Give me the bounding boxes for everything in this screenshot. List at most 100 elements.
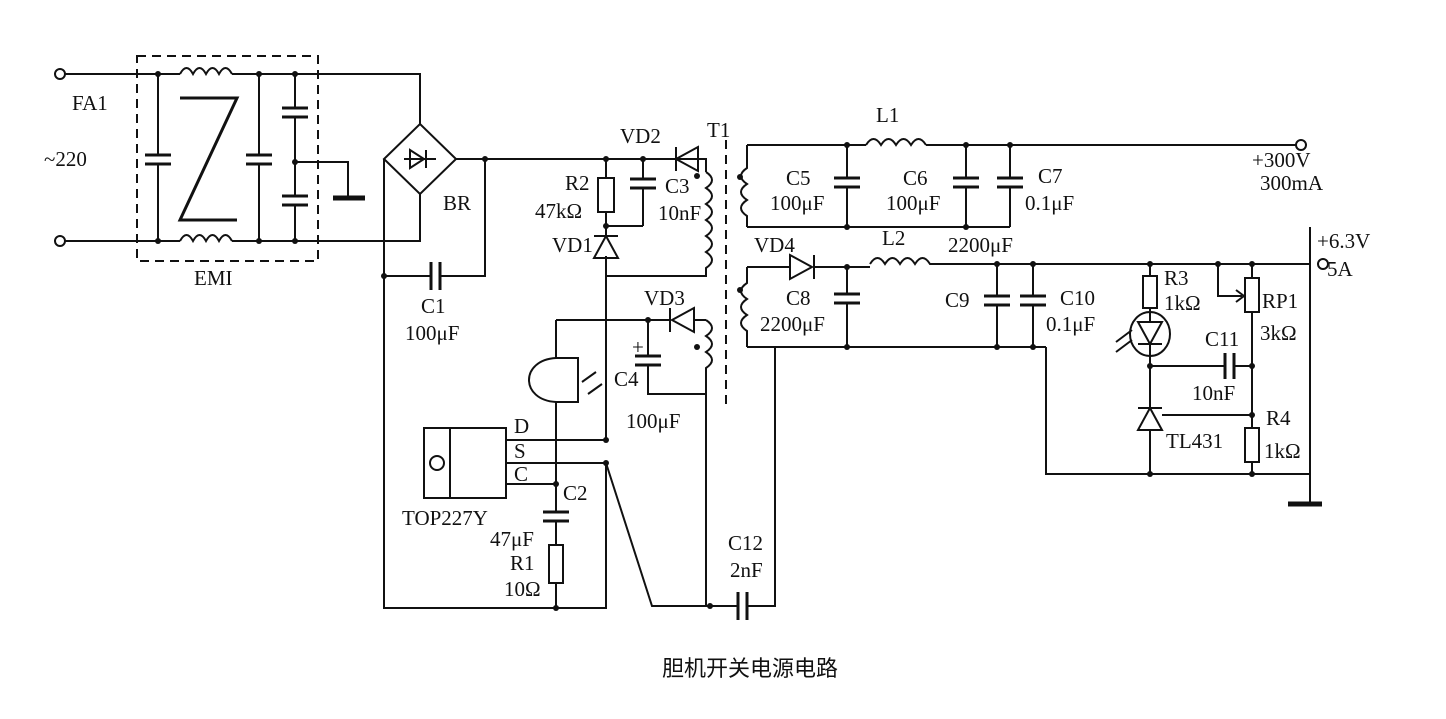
opto-led-emission-arrows [1115,329,1133,353]
input-voltage-label: ~220 [44,147,87,171]
c9-plates [984,294,1010,307]
lv-output-voltage: +6.3V [1317,229,1370,253]
c9-value: 2200μF [948,233,1013,257]
c2-plates [543,510,569,523]
c4-value: 100μF [626,409,680,433]
input-section: FA1 ~220 EMI [44,55,421,290]
vd3-symbol [669,306,695,334]
transformer-t1: T1 [606,118,749,606]
lv-ground-rail [1045,347,1310,475]
c11-ref: C11 [1205,327,1239,351]
diagram-caption: 胆机开关电源电路 [662,657,838,682]
c1-leads [384,159,486,277]
vd1-symbol [592,233,620,259]
t1-label: T1 [707,118,730,142]
hv-output-current: 300mA [1260,171,1324,195]
c5-value: 100μF [770,191,824,215]
vd1-ref: VD1 [552,233,593,257]
r1-body [548,544,564,584]
c12-ref: C12 [728,531,763,555]
bridge-diode-symbol [404,148,436,170]
top227y-pin-s: S [514,439,526,463]
c1-value: 100μF [405,321,459,345]
c10-value: 0.1μF [1046,312,1095,336]
emi-choke-bottom [179,234,233,244]
c9-ref: C9 [945,288,970,312]
source-return-wire [556,462,738,609]
c12-value: 2nF [730,558,763,582]
c10-plates [1020,294,1046,307]
vd4-symbol [789,253,815,281]
primary-return-rail [383,159,555,609]
top227y-package [423,427,507,499]
emi-filter-label: EMI [194,266,233,290]
hv-output-voltage: +300V [1252,148,1311,172]
input-terminal-top [54,68,66,80]
c11-plates [1223,353,1236,379]
top227y-pin-d: D [514,414,529,438]
c6-ref: C6 [903,166,928,190]
c4-leads [647,320,706,395]
c3-value: 10nF [658,201,701,225]
emi-filter-box [136,55,319,262]
lv-output-section: VD4 L2 2200μF C8 2200μF C9 C10 0.1μF +6.… [747,226,1370,507]
c7-value: 0.1μF [1025,191,1074,215]
opto-light-arrows [581,371,603,395]
t1-bias-winding [704,319,713,606]
tl431-ref: TL431 [1166,429,1223,453]
emi-choke-top [179,67,233,77]
c5-ref: C5 [786,166,811,190]
c1-plates [429,262,442,290]
t1-secondary-hv [740,145,749,227]
c2-ref: C2 [563,481,588,505]
hv-output-section: L1 C5 100μF C6 100μF C7 0.1μF +300V 300m… [747,103,1324,230]
input-terminal-label: FA1 [72,91,108,115]
vd4-ref: VD4 [754,233,795,257]
c6-plates [953,176,979,189]
l2-coil [869,257,1310,266]
vd2-ref: VD2 [620,124,661,148]
rp1-ref: RP1 [1262,289,1298,313]
c3-ref: C3 [665,174,690,198]
r1-ref: R1 [510,551,535,575]
emi-choke-core [177,96,240,222]
c7-ref: C7 [1038,164,1063,188]
r2-value: 47kΩ [535,199,582,223]
rp1-wiper [1217,264,1246,303]
emi-ground-wire [295,161,349,197]
primary-control: VD3 + C4 100μF D S C TOP227Y C2 47μF R1 … [402,286,776,620]
c3-plates [630,177,656,190]
c8-value: 2200μF [760,312,825,336]
c1-ref: C1 [421,294,446,318]
top227y-pin-c: C [514,462,528,486]
r4-value: 1kΩ [1264,439,1301,463]
c4-plus: + [632,335,644,359]
top227y-mount-hole [429,455,445,471]
c2-value: 47μF [490,527,534,551]
c4-ref: C4 [614,367,639,391]
c4-plates [635,354,661,367]
vd2-symbol [673,145,699,173]
c8-plates [834,292,860,305]
bridge-rectifier: BR C1 100μF [381,122,707,609]
r4-ref: R4 [1266,406,1291,430]
bridge-label: BR [443,191,471,215]
r3-value: 1kΩ [1164,291,1201,315]
ac-rail-top [65,73,421,124]
tl431-symbol [1136,405,1164,474]
l1-ref: L1 [876,103,899,127]
input-terminal-bottom [54,235,66,247]
emi-cap-left-plates [145,153,171,166]
opto-led-symbol [1136,318,1164,408]
t1-primary-winding [606,171,713,277]
c8-ref: C8 [786,286,811,310]
r2-ref: R2 [565,171,590,195]
r3-ref: R3 [1164,266,1189,290]
c7-plates [997,176,1023,189]
c12-plates [736,592,749,620]
emi-cap-mid-plates [246,153,272,166]
primary-snubber: R2 47kΩ VD1 C3 10nF VD2 [535,124,706,440]
r1-value: 10Ω [504,577,541,601]
r4-body [1244,427,1260,463]
